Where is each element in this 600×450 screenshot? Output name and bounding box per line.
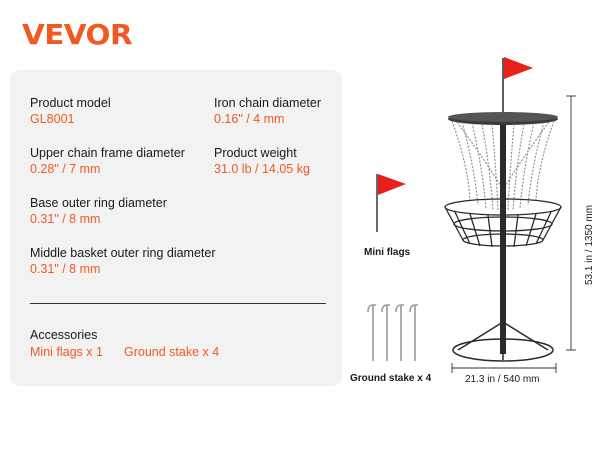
brand-logo: VEVOR: [22, 18, 133, 51]
spec-value: GL8001: [30, 112, 75, 126]
spec-value: 0.28" / 7 mm: [30, 162, 101, 176]
height-dimension: 53.1 in / 1350 mm: [584, 204, 595, 285]
spec-label: Middle basket outer ring diameter: [30, 246, 216, 260]
spec-value: 0.31" / 8 mm: [30, 262, 101, 276]
spec-value: 0.16" / 4 mm: [214, 112, 285, 126]
spec-label: Product model: [30, 96, 111, 110]
spec-base-outer-ring-diameter: Base outer ring diameter 0.31" / 8 mm: [30, 196, 167, 227]
divider: [30, 303, 326, 304]
spec-upper-chain-frame-diameter: Upper chain frame diameter 0.28" / 7 mm: [30, 146, 185, 177]
disc-golf-basket-illustration: [444, 57, 576, 373]
spec-label: Base outer ring diameter: [30, 196, 167, 210]
spec-middle-basket-outer-ring-diameter: Middle basket outer ring diameter 0.31" …: [30, 246, 216, 277]
spec-iron-chain-diameter: Iron chain diameter 0.16" / 4 mm: [214, 96, 321, 127]
width-dimension: 21.3 in / 540 mm: [465, 374, 540, 385]
stake-icon: [367, 304, 418, 361]
spec-panel: [10, 70, 342, 386]
mini-flags-caption: Mini flags: [364, 247, 411, 258]
spec-label: Iron chain diameter: [214, 96, 322, 110]
accessories-title: Accessories: [30, 328, 98, 342]
spec-product-model: Product model GL8001: [30, 96, 111, 127]
accessory-ground-stake: Ground stake x 4: [124, 345, 220, 359]
ground-stake-caption: Ground stake x 4: [350, 373, 432, 384]
flag-icon: [376, 174, 406, 232]
spec-label: Upper chain frame diameter: [30, 146, 185, 160]
accessory-mini-flags: Mini flags x 1: [30, 345, 103, 359]
spec-value: 0.31" / 8 mm: [30, 212, 101, 226]
spec-label: Product weight: [214, 146, 297, 160]
spec-product-weight: Product weight 31.0 lb / 14.05 kg: [214, 146, 310, 177]
spec-value: 31.0 lb / 14.05 kg: [214, 162, 310, 176]
